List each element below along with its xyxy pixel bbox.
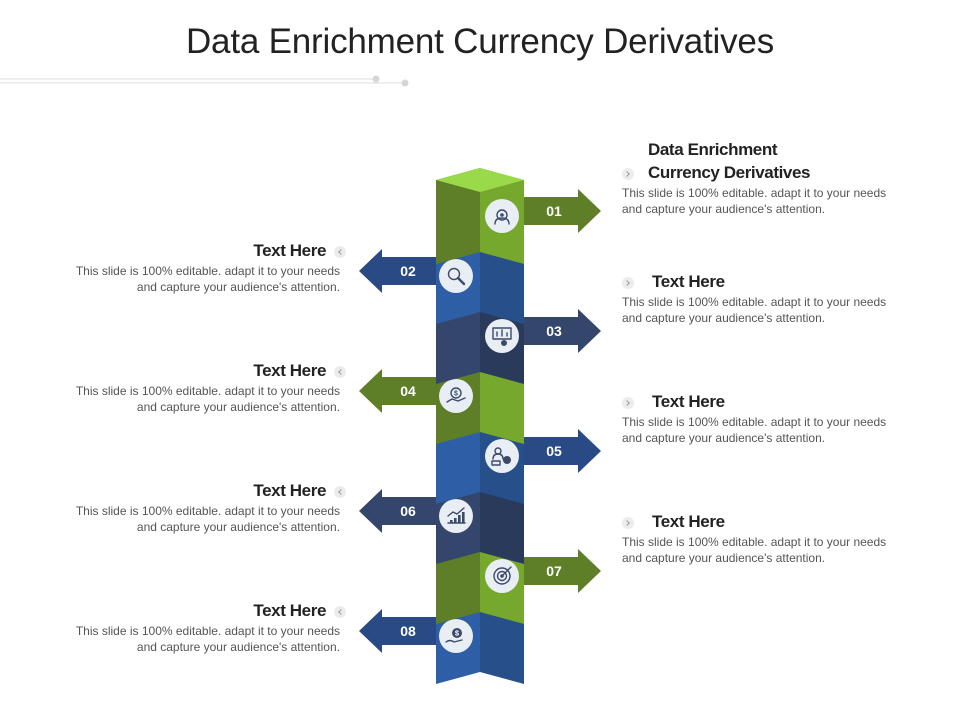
magnifier-icon [439,259,473,293]
callout-body: This slide is 100% editable. adapt it to… [622,295,887,325]
money-hand-icon: $ [439,379,473,413]
callout-title: Text Here [253,481,326,500]
chevron-right-icon [622,277,634,289]
arrow-tab-02 [359,249,436,293]
chevron-left-icon [334,486,346,498]
chevron-right-icon [622,168,634,180]
step-block-01: 01 [436,168,601,264]
callout-body: This slide is 100% editable. adapt it to… [75,264,340,294]
arrow-tab-06 [359,489,436,533]
arrow-tab-04 [359,369,436,413]
step-number-02: 02 [400,263,416,279]
dollar-hand-icon: $ [439,619,473,653]
gear-head-icon [485,199,519,233]
step-number-04: 04 [400,383,416,399]
slide-title: Data Enrichment Currency Derivatives [185,22,774,61]
callout-title: Data Enrichment Currency Derivatives [648,140,811,182]
arrow-tab-08 [359,609,436,653]
svg-text:$: $ [454,391,458,398]
chevron-left-icon [334,366,346,378]
callout-body: This slide is 100% editable. adapt it to… [75,504,340,534]
svg-text:$: $ [455,629,460,638]
cube-face-left [436,168,480,264]
callout-title: Text Here [652,512,725,531]
callout-title: Text Here [652,392,725,411]
callout-title: Text Here [253,601,326,620]
arrow-tab-03 [524,309,601,353]
step-number-07: 07 [546,563,562,579]
arrow-tab-05 [524,429,601,473]
callout-body: This slide is 100% editable. adapt it to… [622,186,887,216]
target-icon [485,559,519,593]
presentation-icon [485,319,519,353]
arrow-tab-01 [524,189,601,233]
callout-body: This slide is 100% editable. adapt it to… [622,535,887,565]
chevron-right-icon [622,397,634,409]
callout-body: This slide is 100% editable. adapt it to… [622,415,887,445]
callout-title: Text Here [253,361,326,380]
step-number-08: 08 [400,623,416,639]
title-divider [0,75,409,87]
arrow-tab-07 [524,549,601,593]
analyst-icon [485,439,519,473]
growth-chart-icon [439,499,473,533]
step-number-06: 06 [400,503,416,519]
callout-body: This slide is 100% editable. adapt it to… [75,384,340,414]
chevron-left-icon [334,606,346,618]
callout-title: Text Here [652,272,725,291]
chevron-right-icon [622,517,634,529]
cube-face-top [436,168,524,192]
step-number-05: 05 [546,443,562,459]
step-number-03: 03 [546,323,562,339]
chevron-left-icon [334,246,346,258]
callout-body: This slide is 100% editable. adapt it to… [75,624,340,654]
step-number-01: 01 [546,203,562,219]
callout-title: Text Here [253,241,326,260]
